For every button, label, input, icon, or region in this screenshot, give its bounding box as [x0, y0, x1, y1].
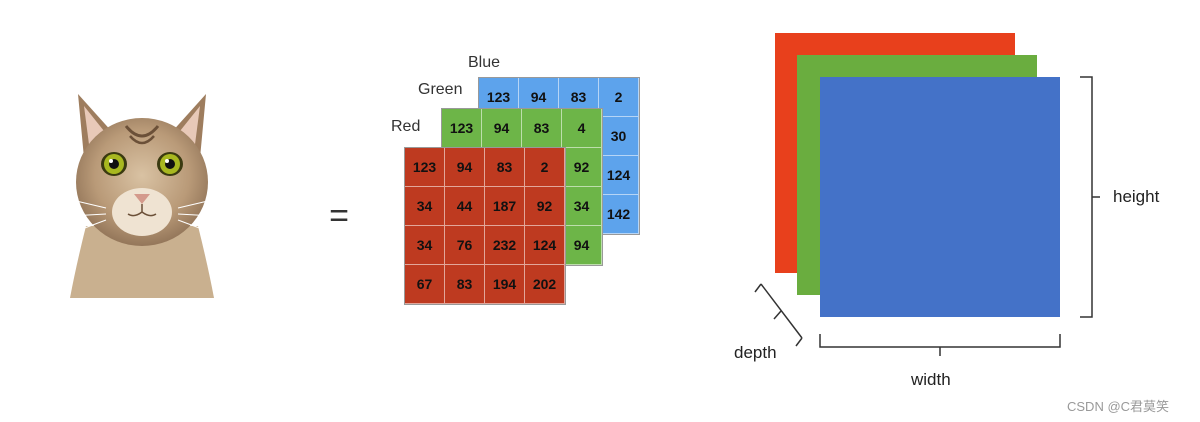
height-bracket	[1080, 76, 1100, 318]
blue-cell: 124	[599, 156, 639, 195]
red-cell: 76	[445, 226, 485, 265]
red-cell: 187	[485, 187, 525, 226]
height-label: height	[1113, 187, 1160, 206]
blue-layer	[820, 77, 1060, 317]
red-cell: 232	[485, 226, 525, 265]
green-cell: 92	[562, 148, 602, 187]
red-cell: 44	[445, 187, 485, 226]
blue-cell: 30	[599, 117, 639, 156]
green-cell: 123	[442, 109, 482, 148]
width-bracket	[819, 334, 1061, 356]
red-cell: 124	[525, 226, 565, 265]
red-cell: 83	[445, 265, 485, 304]
cat-image	[69, 94, 215, 298]
red-cell: 67	[405, 265, 445, 304]
blue-channel-label: Blue	[468, 54, 501, 71]
green-channel-label: Green	[418, 81, 463, 98]
red-cell: 94	[445, 148, 485, 187]
green-cell: 94	[482, 109, 522, 148]
red-cell: 2	[525, 148, 565, 187]
red-cell: 92	[525, 187, 565, 226]
depth-bracket	[754, 283, 803, 347]
red-cell: 194	[485, 265, 525, 304]
green-cell: 4	[562, 109, 602, 148]
red-cell: 202	[525, 265, 565, 304]
red-cell: 83	[485, 148, 525, 187]
blue-cell: 142	[599, 195, 639, 234]
width-label: width	[911, 370, 951, 389]
green-cell: 34	[562, 187, 602, 226]
green-cell: 94	[562, 226, 602, 265]
red-channel-label: Red	[391, 118, 421, 135]
blue-cell: 2	[599, 78, 639, 117]
volume-diagram	[754, 33, 1100, 356]
green-cell: 83	[522, 109, 562, 148]
red-cell: 34	[405, 226, 445, 265]
red-cell: 123	[405, 148, 445, 187]
watermark: CSDN @C君莫笑	[1067, 399, 1170, 414]
equals-sign: =	[329, 197, 349, 235]
red-cell: 34	[405, 187, 445, 226]
depth-label: depth	[734, 343, 777, 362]
